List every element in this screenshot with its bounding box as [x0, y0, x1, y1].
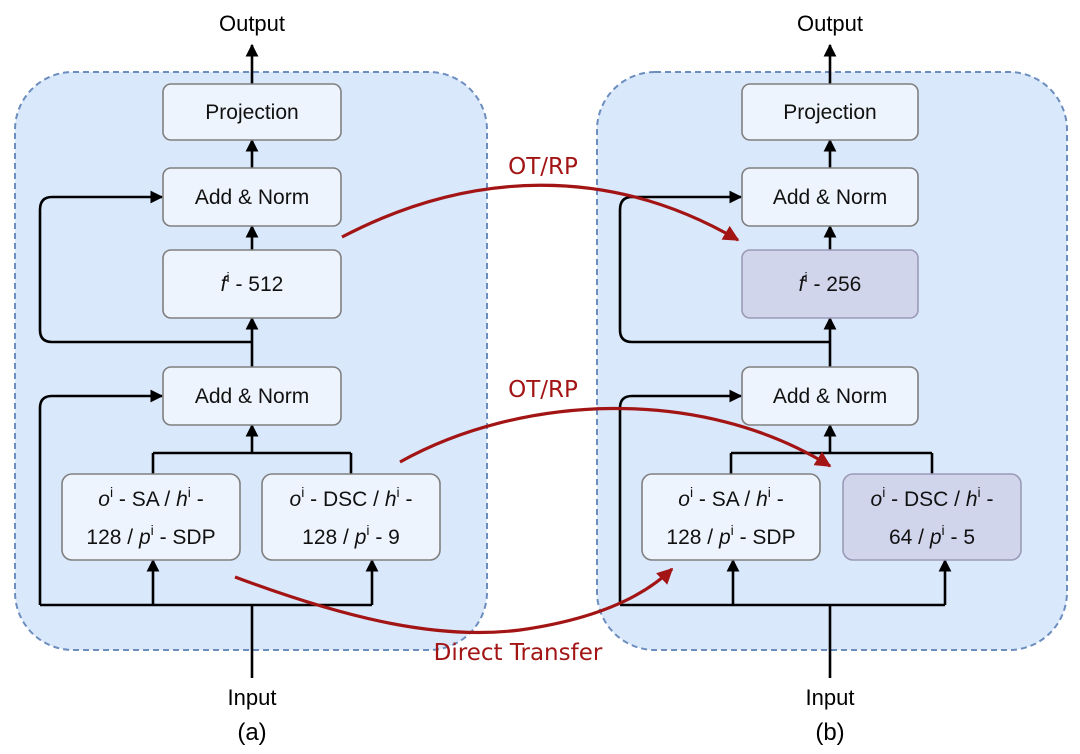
op-right-box-b [842, 473, 1022, 561]
op-transfer-label: OT/RP [508, 377, 578, 403]
ffn-label-a: fi - 512 [221, 269, 284, 296]
panel-b-container [596, 71, 1068, 651]
op-right-box-a [261, 473, 441, 561]
op-right-line1-a: oi - DSC / hi - [290, 484, 413, 511]
op-left-line1-b: oi - SA / hi - [678, 484, 783, 511]
projection-label-b: Projection [783, 101, 876, 124]
output-label-a: Output [219, 11, 285, 36]
ffn-transfer-arrow [341, 183, 740, 242]
input-label-a: Input [228, 685, 277, 710]
add-norm-bottom-label-b: Add & Norm [773, 385, 887, 408]
direct-transfer-arrow [234, 567, 674, 635]
ffn-box-b [741, 249, 919, 319]
input-label-b: Input [806, 685, 855, 710]
edge-a-residual-bottom [38, 389, 164, 605]
panel-b: Projection Add & Norm fi - 256 Add & Nor… [596, 11, 1068, 746]
panel-b-edges [618, 43, 952, 678]
direct-transfer-label: Direct Transfer [434, 640, 603, 666]
ffn-label-b: fi - 256 [799, 269, 862, 296]
op-right-line2-b: 64 / pi - 5 [889, 522, 975, 549]
output-label-b: Output [797, 11, 863, 36]
add-norm-top-box-b [741, 167, 919, 227]
projection-label-a: Projection [205, 101, 298, 124]
projection-box-b [741, 83, 919, 141]
op-left-box-b [641, 473, 821, 561]
edge-a-residual-top [38, 190, 252, 344]
transfer-arrows: OT/RP OT/RP Direct Transfer [234, 154, 832, 666]
ffn-box-a [162, 249, 342, 319]
op-transfer-arrow [399, 406, 832, 468]
add-norm-top-box-a [162, 167, 342, 227]
op-right-line2-a: 128 / pi - 9 [302, 522, 400, 549]
ffn-transfer-label: OT/RP [508, 154, 578, 180]
add-norm-top-label-a: Add & Norm [195, 186, 309, 209]
caption-a: (a) [237, 719, 266, 746]
add-norm-top-label-b: Add & Norm [773, 186, 887, 209]
projection-box-a [162, 83, 342, 141]
add-norm-bottom-box-b [741, 366, 919, 426]
panel-a: Projection Add & Norm fi - 512 Add & Nor… [14, 11, 488, 746]
add-norm-bottom-box-a [162, 366, 342, 426]
caption-b: (b) [815, 719, 844, 746]
op-left-line1-a: oi - SA / hi - [98, 484, 203, 511]
op-left-line2-b: 128 / pi - SDP [666, 522, 795, 549]
op-left-box-a [61, 473, 241, 561]
op-right-line1-b: oi - DSC / hi - [871, 484, 994, 511]
edge-b-residual-top [618, 190, 830, 344]
op-left-line2-a: 128 / pi - SDP [86, 522, 215, 549]
add-norm-bottom-label-a: Add & Norm [195, 385, 309, 408]
panel-a-edges [38, 43, 379, 678]
